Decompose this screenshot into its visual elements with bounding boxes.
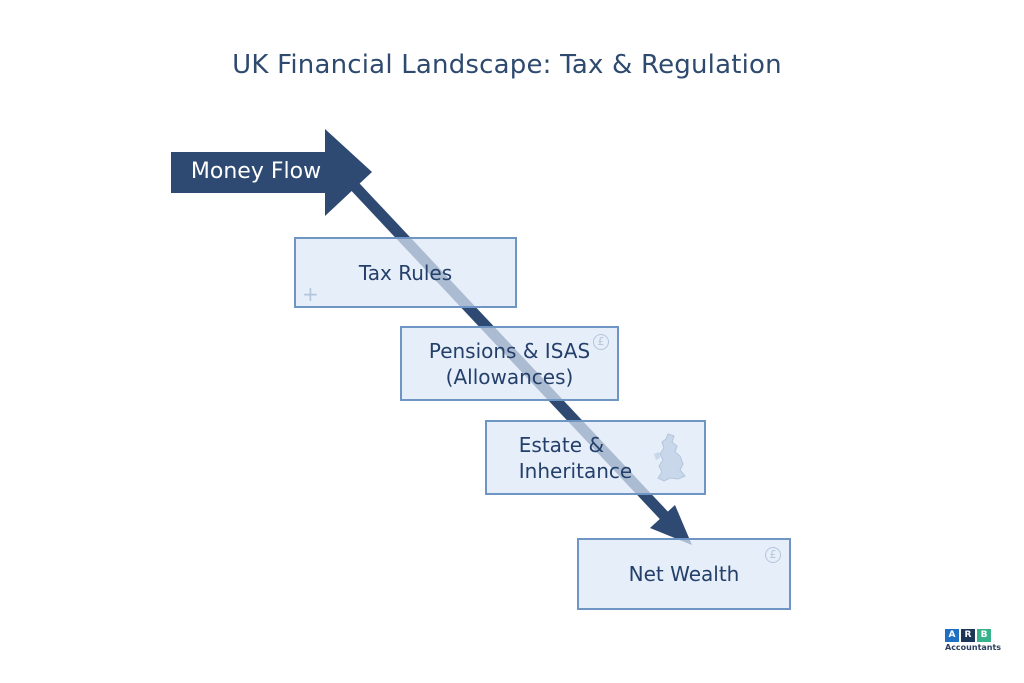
stage-label: Tax Rules xyxy=(358,260,453,285)
logo-tile-b: B xyxy=(977,629,991,642)
pound-coin-icon: £ xyxy=(765,547,781,563)
stage-label-line-1: Pensions & ISAS xyxy=(428,338,591,363)
diagonal-arrowhead xyxy=(650,505,692,545)
uk-map-icon xyxy=(654,433,686,482)
money-flow-label: Money Flow xyxy=(190,159,322,184)
logo-tile-a: A xyxy=(945,629,959,642)
logo-tiles: A R B xyxy=(945,629,995,642)
stage-net-wealth: Net Wealth £ xyxy=(577,538,791,610)
stage-label: Net Wealth xyxy=(628,562,740,586)
logo-text: Accountants xyxy=(945,643,1002,652)
stage-estate-inheritance: Estate & Inheritance xyxy=(485,420,706,495)
stage-tax-rules: Tax Rules + xyxy=(294,237,517,308)
stage-label-line-1: Estate & xyxy=(518,432,605,457)
page-title: UK Financial Landscape: Tax & Regulation xyxy=(232,50,782,80)
arb-accountants-logo: A R B Accountants xyxy=(945,629,1002,652)
logo-tile-r: R xyxy=(961,629,975,642)
stage-label-line-2: Inheritance xyxy=(518,458,633,483)
plus-icon: + xyxy=(302,282,319,306)
money-flow-arrow xyxy=(171,129,372,216)
pound-coin-icon: £ xyxy=(593,334,609,350)
stage-pensions-isas: Pensions & ISAS (Allowances) £ xyxy=(400,326,619,401)
stage-label-line-2: (Allowances) xyxy=(445,364,574,389)
